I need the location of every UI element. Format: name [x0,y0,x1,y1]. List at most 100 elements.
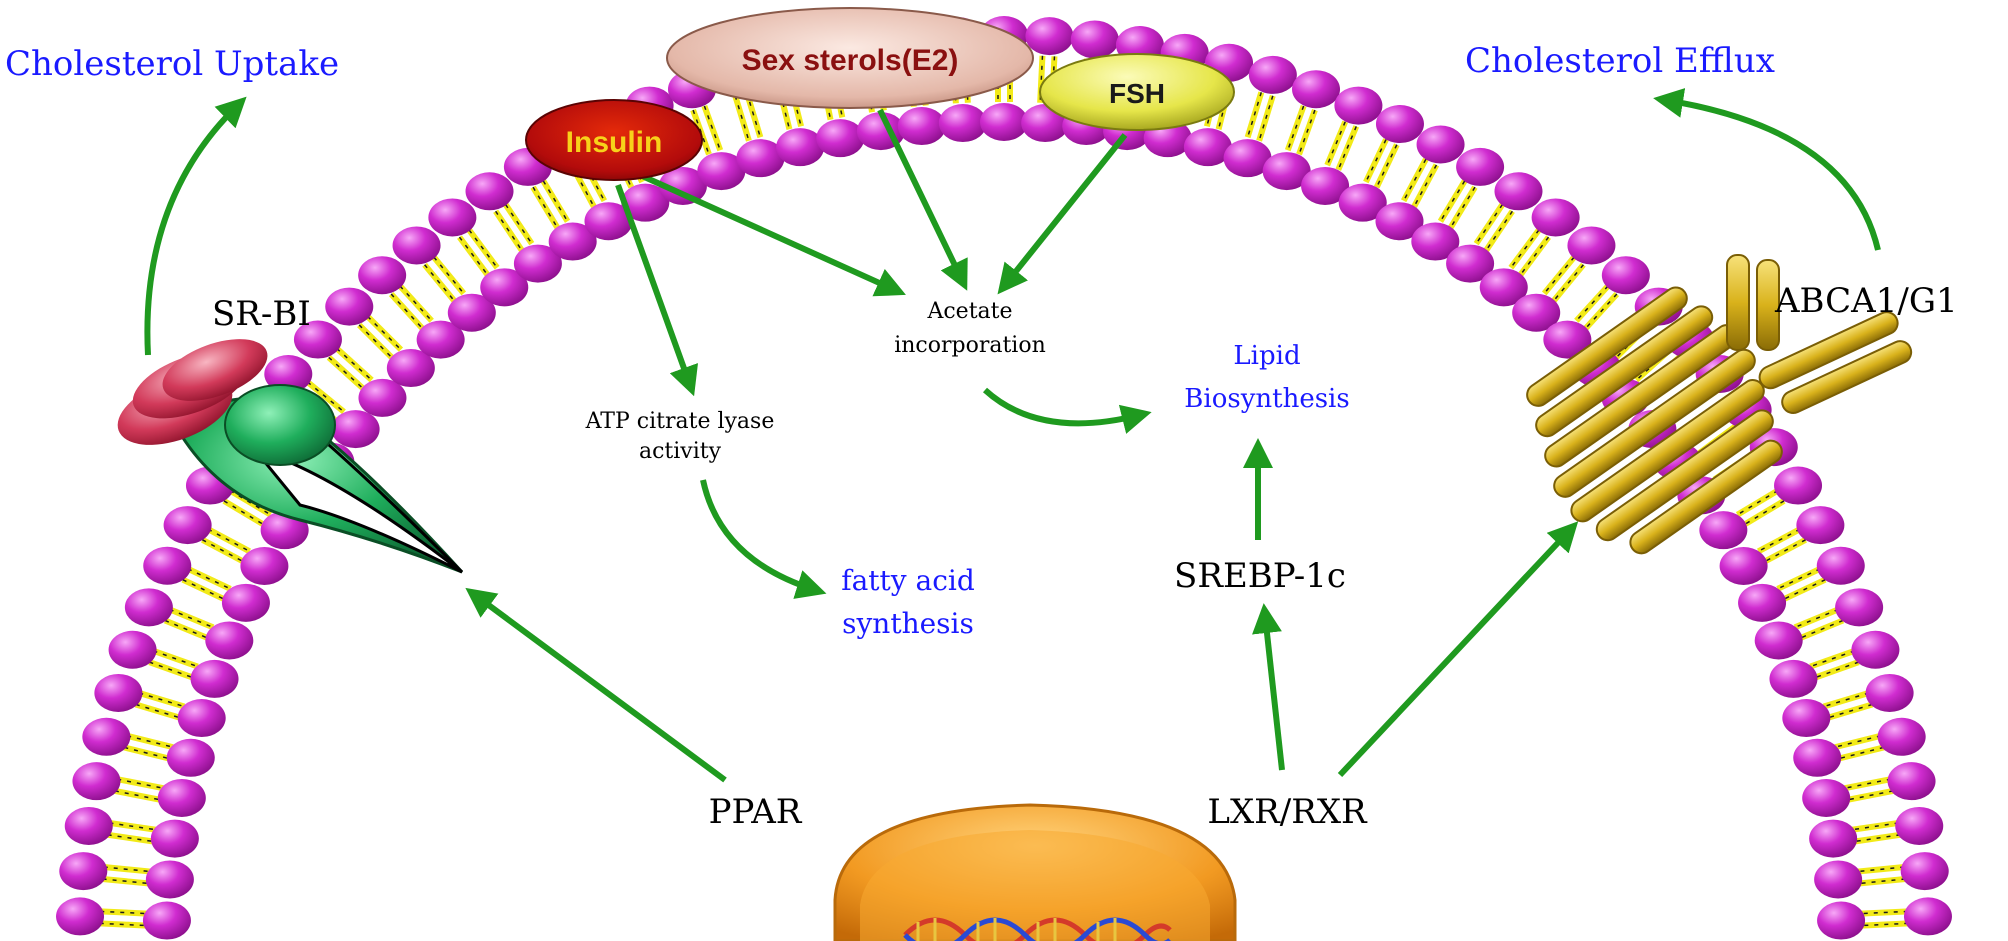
lipid-label-line1: Lipid [1233,341,1300,371]
lipid-head-inner [1301,166,1350,205]
ppar-label: PPAR [709,792,803,832]
lipid-tail [1844,776,1894,803]
lipid-tail [114,776,164,803]
lipid-tail [457,228,500,277]
lipid-tail [326,346,374,392]
insulin-bubble: Insulin [525,99,703,181]
lipid-head-inner [190,659,239,698]
lipid-tail [1793,606,1845,642]
srebp-label: SREBP-1c [1174,556,1346,596]
lipid-head-inner [816,119,865,158]
lipid-head-inner [1338,183,1387,222]
lipid-head-inner [150,819,199,858]
lipid-head-outer [1070,20,1119,59]
arrow-ppar-to-srbi [465,587,727,783]
lipid-tail [1834,732,1885,762]
lipid-head-inner [1411,222,1460,261]
lipid-label-line2: Biosynthesis [1184,384,1349,414]
lipid-tail [123,732,174,762]
lipid-head-inner [157,778,206,817]
fatty-acid-label-line1: fatty acid [841,564,975,597]
arrow-lxr-to-abca [1337,521,1579,778]
lipid-head-outer [72,762,121,801]
lipid-tail [530,179,571,230]
lipid-head-outer [124,588,173,627]
lipid-tail [1735,488,1786,528]
lipid-head-inner [177,699,226,738]
lipid-tail [1541,255,1586,303]
lipid-tail [1324,120,1360,171]
cholesterol-uptake-label: Cholesterol Uptake [5,44,339,84]
lipid-head-outer [64,806,113,845]
lipid-head-outer [1816,546,1865,585]
lipid-tail [1574,283,1620,331]
lipid-head-outer [143,546,192,585]
sex-sterols-bubble: Sex sterols(E2) [666,7,1034,109]
lipid-tail [388,283,434,331]
lipid-head-inner [205,621,254,660]
lipid-head-inner [142,901,191,940]
sr-bi-label: SR-BI [212,294,311,334]
lipid-head-inner [416,320,465,359]
lipid-head-outer [82,717,131,756]
lipid-tail [1860,908,1909,929]
acetate-label-line2: incorporation [894,333,1046,358]
lipid-head-inner [145,860,194,899]
insulin-label: Insulin [566,126,663,159]
lipid-tail [493,202,535,252]
lipid-head-inner [621,183,670,222]
lipid-head-outer [1292,70,1341,109]
fsh-bubble: FSH [1039,53,1235,131]
lipid-head-outer [428,198,477,237]
lipid-head-inner [980,103,1028,141]
lipid-tail [163,606,215,642]
lipid-head-inner [1809,819,1858,858]
lipid-tail [222,488,273,528]
atp-label-line2: activity [639,439,722,464]
lipid-head-outer [1248,55,1297,94]
lipid-head-outer [1456,147,1505,186]
lipid-head-inner [1512,293,1561,332]
arrows [144,88,1881,783]
lipid-head-inner [1802,778,1851,817]
arrow-insulin-to-acetate [638,172,906,297]
lipid-head-inner [1719,546,1768,585]
lipid-tail [1508,228,1551,277]
lipid-head-outer [1025,17,1074,56]
fatty-acid-label-line2: synthesis [842,607,974,640]
lipid-head-outer [1375,105,1424,144]
acetate-label-line1: Acetate [926,299,1012,324]
lipid-head-outer [56,897,105,936]
lipid-head-inner [480,268,529,307]
lipid-head-inner [548,222,597,261]
arrow-acetate-to-lipid [982,387,1152,434]
lipid-tail [1857,864,1906,887]
abca1-g1-transporter-icon [1526,254,1913,555]
lipid-head-inner [897,107,946,146]
lipid-head-inner [697,152,746,191]
lipid-head-inner [658,166,707,205]
lipid-head-inner [386,349,435,388]
lipid-head-inner [1817,901,1866,940]
lipid-head-inner [240,546,289,585]
lipid-head-inner [1446,244,1495,283]
lipid-head-inner [1793,738,1842,777]
lipid-head-inner [1543,320,1592,359]
lipid-head-inner [1814,860,1863,899]
lipid-head-outer [1567,226,1616,265]
lipid-head-outer [1865,673,1914,712]
lipid-head-outer [1895,806,1944,845]
lipid-tail [1822,690,1874,721]
lipid-head-inner [513,244,562,283]
lipid-head-outer [392,226,441,265]
arrow-srbi-to-uptake [144,96,247,356]
lipid-tail [1809,647,1860,681]
lipid-tail [1437,179,1478,230]
lipid-head-outer [1900,852,1949,891]
lipid-head-inner [166,738,215,777]
lipid-head-outer [163,506,212,545]
lipid-tail [422,255,467,303]
lipid-head-outer [59,852,108,891]
lipid-head-inner [358,378,407,417]
